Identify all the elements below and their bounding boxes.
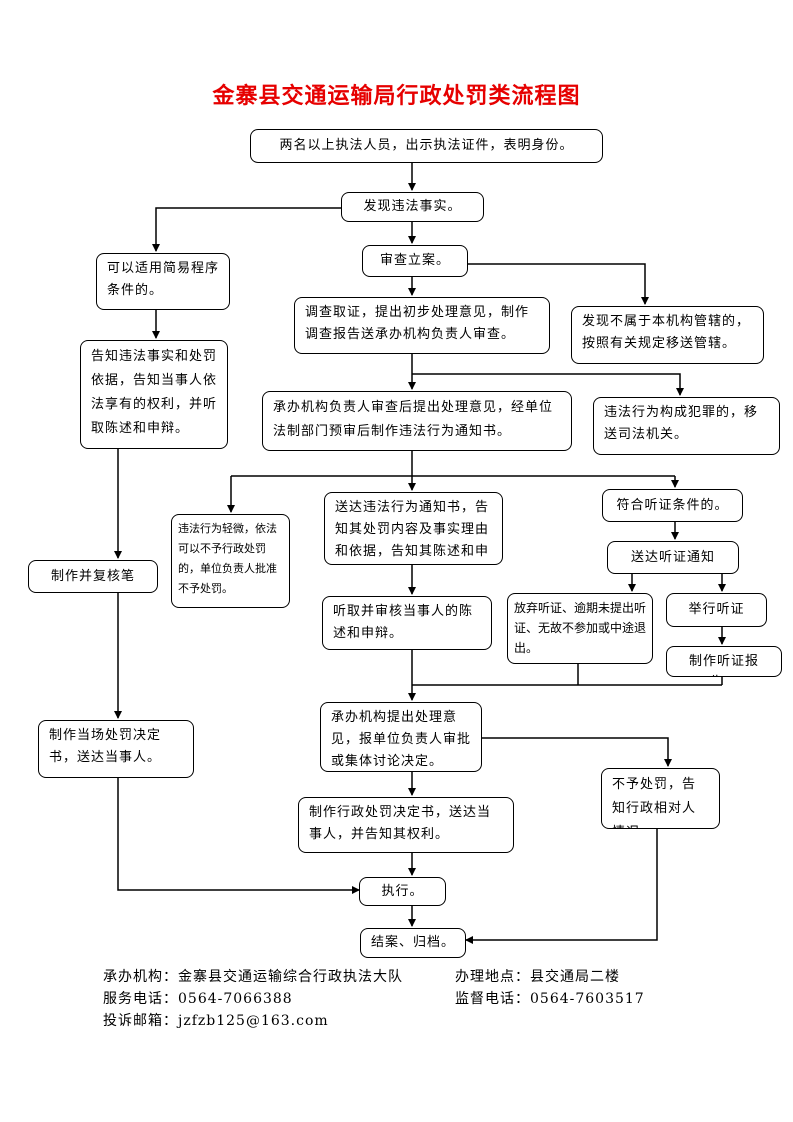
step-no-penalty-text: 不予处罚，告知行政相对人情况。 — [612, 777, 697, 828]
step-transfer-jurisdiction: 发现不属于本机构管辖的，按照有关规定移送管辖。 — [571, 306, 764, 364]
step-hold-hearing: 举行听证会。 — [666, 593, 767, 627]
step-no-penalty: 不予处罚，告知行政相对人情况。 — [601, 768, 720, 829]
step-simple-procedure: 可以适用简易程序条件的。 — [96, 253, 230, 310]
step-waive-hearing-text: 放弃听证、逾期未提出听证、无故不参加或中途退出。 — [514, 601, 647, 655]
step-find-violation-text: 发现违法事实。 — [363, 199, 462, 214]
step-make-record: 制作并复核笔录。 — [28, 560, 158, 593]
step-file-case: 审查立案。 — [362, 245, 468, 277]
footer-service-phone: 服务电话：0564-7066388 — [103, 991, 293, 1007]
step-execute: 执行。 — [359, 877, 446, 906]
step-listen-defense-text: 听取并审核当事人的陈述和申辩。 — [333, 604, 474, 641]
step-notify-simple: 告知违法事实和处罚依据，告知当事人依法享有的权利，并听取陈述和申辩。 — [80, 340, 228, 449]
step-onsite-decision: 制作当场处罚决定书，送达当事人。 — [38, 720, 194, 778]
step-propose-decision-text: 承办机构提出处理意见，报单位负责人审批或集体讨论决定。 — [331, 710, 472, 769]
step-find-violation: 发现违法事实。 — [341, 192, 484, 222]
step-deliver-notice: 送达违法行为通知书，告知其处罚内容及事实理由和依据，告知其陈述和申辩权。 — [324, 492, 503, 565]
step-close-archive-text: 结案、归档。 — [371, 935, 456, 950]
step-show-credentials-text: 两名以上执法人员，出示执法证件，表明身份。 — [279, 138, 574, 153]
step-minor-no-penalty-text: 违法行为轻微，依法可以不予行政处罚的，单位负责人批准不予处罚。 — [178, 522, 277, 595]
step-hold-hearing-text: 举行听证会。 — [688, 602, 745, 617]
step-simple-procedure-text: 可以适用简易程序条件的。 — [107, 261, 220, 298]
step-hearing-notice: 送达听证通知书。 — [607, 541, 739, 574]
step-propose-decision: 承办机构提出处理意见，报单位负责人审批或集体讨论决定。 — [320, 702, 482, 772]
step-penalty-decision: 制作行政处罚决定书，送达当事人，并告知其权利。 — [298, 797, 514, 853]
step-hearing-report-text: 制作听证报告。 — [688, 654, 759, 676]
step-minor-no-penalty: 违法行为轻微，依法可以不予行政处罚的，单位负责人批准不予处罚。 — [171, 514, 290, 608]
page-title: 金寨县交通运输局行政处罚类流程图 — [212, 84, 581, 109]
step-penalty-decision-text: 制作行政处罚决定书，送达当事人，并告知其权利。 — [309, 805, 492, 842]
step-notify-simple-text: 告知违法事实和处罚依据，告知当事人依法享有的权利，并听取陈述和申辩。 — [91, 349, 218, 436]
step-transfer-jurisdiction-text: 发现不属于本机构管辖的，按照有关规定移送管辖。 — [582, 314, 751, 351]
step-investigate-text: 调查取证，提出初步处理意见，制作调查报告送承办机构负责人审查。 — [305, 305, 530, 342]
step-onsite-decision-text: 制作当场处罚决定书，送达当事人。 — [49, 728, 162, 765]
step-investigate: 调查取证，提出初步处理意见，制作调查报告送承办机构负责人审查。 — [294, 297, 550, 354]
step-waive-hearing: 放弃听证、逾期未提出听证、无故不参加或中途退出。 — [507, 593, 653, 664]
footer-email: 投诉邮箱：jzfzb125@163.com — [103, 1013, 329, 1029]
step-execute-text: 执行。 — [381, 884, 424, 899]
step-transfer-judicial-text: 违法行为构成犯罪的，移送司法机关。 — [604, 405, 759, 442]
step-hearing-report: 制作听证报告。 — [666, 646, 782, 677]
step-make-record-text: 制作并复核笔录。 — [50, 569, 135, 584]
step-listen-defense: 听取并审核当事人的陈述和申辩。 — [322, 596, 492, 650]
step-hearing-condition: 符合听证条件的。 — [602, 489, 743, 522]
footer-location: 办理地点：县交通局二楼 — [455, 969, 620, 985]
step-close-archive: 结案、归档。 — [360, 928, 466, 958]
step-head-review: 承办机构负责人审查后提出处理意见，经单位法制部门预审后制作违法行为通知书。 — [262, 391, 572, 451]
footer-supervise-phone: 监督电话：0564-7603517 — [455, 991, 645, 1007]
step-hearing-condition-text: 符合听证条件的。 — [616, 498, 729, 513]
step-transfer-judicial: 违法行为构成犯罪的，移送司法机关。 — [593, 397, 780, 455]
step-deliver-notice-text: 送达违法行为通知书，告知其处罚内容及事实理由和依据，告知其陈述和申辩权。 — [335, 500, 490, 559]
step-file-case-text: 审查立案。 — [379, 253, 450, 268]
step-show-credentials: 两名以上执法人员，出示执法证件，表明身份。 — [250, 129, 603, 163]
step-head-review-text: 承办机构负责人审查后提出处理意见，经单位法制部门预审后制作违法行为通知书。 — [273, 400, 554, 439]
step-hearing-notice-text: 送达听证通知书。 — [630, 550, 715, 565]
footer-agency: 承办机构：金寨县交通运输综合行政执法大队 — [103, 969, 403, 985]
